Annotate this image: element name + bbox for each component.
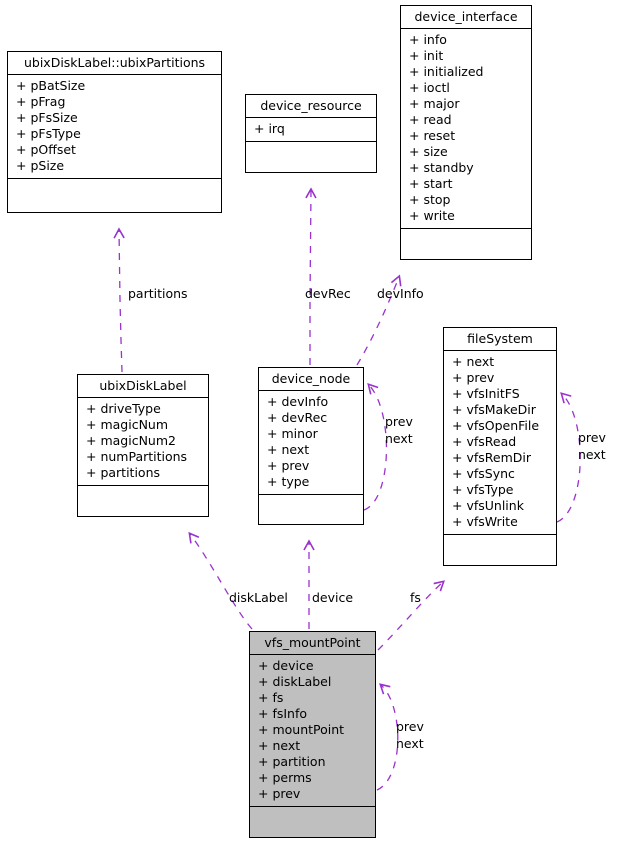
attribute-row: + driveType: [86, 401, 161, 416]
class-attributes: + next + prev + vfsInitFS + vfsMakeDir +…: [444, 351, 556, 535]
attribute-row: + standby: [409, 160, 474, 175]
attribute-row: + prev: [267, 458, 310, 473]
attribute-row: + read: [409, 112, 452, 127]
attribute-row: + ioctl: [409, 80, 450, 95]
class-methods: [401, 229, 531, 251]
class-box-device-resource[interactable]: device_resource + irq: [245, 94, 377, 173]
attribute-row: + reset: [409, 128, 456, 143]
attribute-row: + partition: [258, 754, 326, 769]
edge-label-fs: fs: [410, 590, 421, 605]
attribute-row: + next: [267, 442, 310, 457]
attribute-row: + devRec: [267, 410, 328, 425]
attribute-row: + irq: [254, 121, 285, 136]
attribute-row: + major: [409, 96, 460, 111]
attribute-row: + numPartitions: [86, 449, 188, 464]
attribute-row: + perms: [258, 770, 312, 785]
edge-label-filesystem-next: next: [578, 447, 606, 462]
class-title: device_resource: [246, 95, 376, 118]
attribute-row: + diskLabel: [258, 674, 332, 689]
attribute-row: + vfsMakeDir: [452, 402, 536, 417]
class-title: ubixDiskLabel: [78, 375, 208, 398]
attribute-row: + vfsWrite: [452, 514, 518, 529]
attribute-row: + device: [258, 658, 314, 673]
attribute-row: + prev: [452, 370, 495, 385]
attribute-row: + pSize: [16, 158, 65, 173]
attribute-row: + fs: [258, 690, 284, 705]
edge-devRec: [305, 187, 317, 365]
attribute-row: + magicNum: [86, 417, 169, 432]
attribute-row: + pFsSize: [16, 110, 78, 125]
edge-label-devRec: devRec: [305, 286, 351, 301]
class-attributes: + pBatSize + pFrag + pFsSize + pFsType +…: [8, 75, 221, 179]
edge-label-mountpoint-next: next: [396, 736, 424, 751]
attribute-row: + init: [409, 48, 444, 63]
edge-label-filesystem-prev: prev: [578, 430, 606, 445]
class-methods: [259, 495, 363, 517]
attribute-row: + vfsRead: [452, 434, 517, 449]
attribute-row: + pBatSize: [16, 78, 86, 93]
class-methods: [250, 807, 375, 829]
edge-diskLabel: [188, 531, 253, 630]
edge-device-node-self: [363, 383, 388, 511]
attribute-row: + vfsType: [452, 482, 514, 497]
attribute-row: + vfsUnlink: [452, 498, 524, 513]
attribute-row: + fsInfo: [258, 706, 308, 721]
class-attributes: + irq: [246, 118, 376, 142]
attribute-row: + vfsSync: [452, 466, 515, 481]
class-box-ubixDiskLabel[interactable]: ubixDiskLabel + driveType + magicNum + m…: [77, 374, 209, 517]
attribute-row: + devInfo: [267, 394, 329, 409]
class-methods: [78, 486, 208, 508]
attribute-row: + vfsOpenFile: [452, 418, 540, 433]
edge-mountpoint-self: [376, 683, 399, 791]
attribute-row: + info: [409, 32, 447, 47]
class-attributes: + device + diskLabel + fs + fsInfo + mou…: [250, 655, 375, 807]
edge-label-device: device: [312, 590, 354, 605]
class-box-vfs-mountPoint[interactable]: vfs_mountPoint + device + diskLabel + fs…: [249, 631, 376, 838]
attribute-row: + stop: [409, 192, 451, 207]
attribute-row: + magicNum2: [86, 433, 176, 448]
edge-label-devInfo: devInfo: [377, 286, 424, 301]
attribute-row: + vfsInitFS: [452, 386, 520, 401]
attribute-row: + vfsRemDir: [452, 450, 531, 465]
attribute-row: + minor: [267, 426, 318, 441]
class-attributes: + devInfo + devRec + minor + next + prev…: [259, 391, 363, 495]
edge-label-device-node-prev: prev: [385, 414, 413, 429]
attribute-row: + mountPoint: [258, 722, 345, 737]
attribute-row: + prev: [258, 786, 301, 801]
attribute-row: + pFrag: [16, 94, 66, 109]
class-title: device_node: [259, 368, 363, 391]
class-methods: [8, 179, 221, 201]
attribute-row: + next: [258, 738, 301, 753]
edge-label-diskLabel: diskLabel: [229, 590, 288, 605]
edge-filesystem-self: [556, 392, 581, 523]
class-attributes: + driveType + magicNum + magicNum2 + num…: [78, 398, 208, 486]
attribute-row: + initialized: [409, 64, 484, 79]
edge-label-partitions: partitions: [128, 286, 188, 301]
class-methods: [246, 142, 376, 164]
class-box-ubixPartitions[interactable]: ubixDiskLabel::ubixPartitions + pBatSize…: [7, 51, 222, 213]
class-attributes: + info + init + initialized + ioctl + ma…: [401, 29, 531, 229]
attribute-row: + pFsType: [16, 126, 81, 141]
class-title: ubixDiskLabel::ubixPartitions: [8, 52, 221, 75]
class-title: device_interface: [401, 6, 531, 29]
attribute-row: + size: [409, 144, 448, 159]
class-box-device-interface[interactable]: device_interface + info + init + initial…: [400, 5, 532, 260]
class-box-device-node[interactable]: device_node + devInfo + devRec + minor +…: [258, 367, 364, 525]
attribute-row: + start: [409, 176, 453, 191]
class-methods: [444, 535, 556, 557]
attribute-row: + pOffset: [16, 142, 76, 157]
edge-partitions: [113, 227, 125, 373]
attribute-row: + partitions: [86, 465, 161, 480]
class-title: vfs_mountPoint: [250, 632, 375, 655]
edge-label-mountpoint-prev: prev: [396, 719, 424, 734]
class-box-fileSystem[interactable]: fileSystem + next + prev + vfsInitFS + v…: [443, 327, 557, 566]
attribute-row: + write: [409, 208, 455, 223]
class-title: fileSystem: [444, 328, 556, 351]
edge-label-device-node-next: next: [385, 431, 413, 446]
attribute-row: + next: [452, 354, 495, 369]
attribute-row: + type: [267, 474, 310, 489]
